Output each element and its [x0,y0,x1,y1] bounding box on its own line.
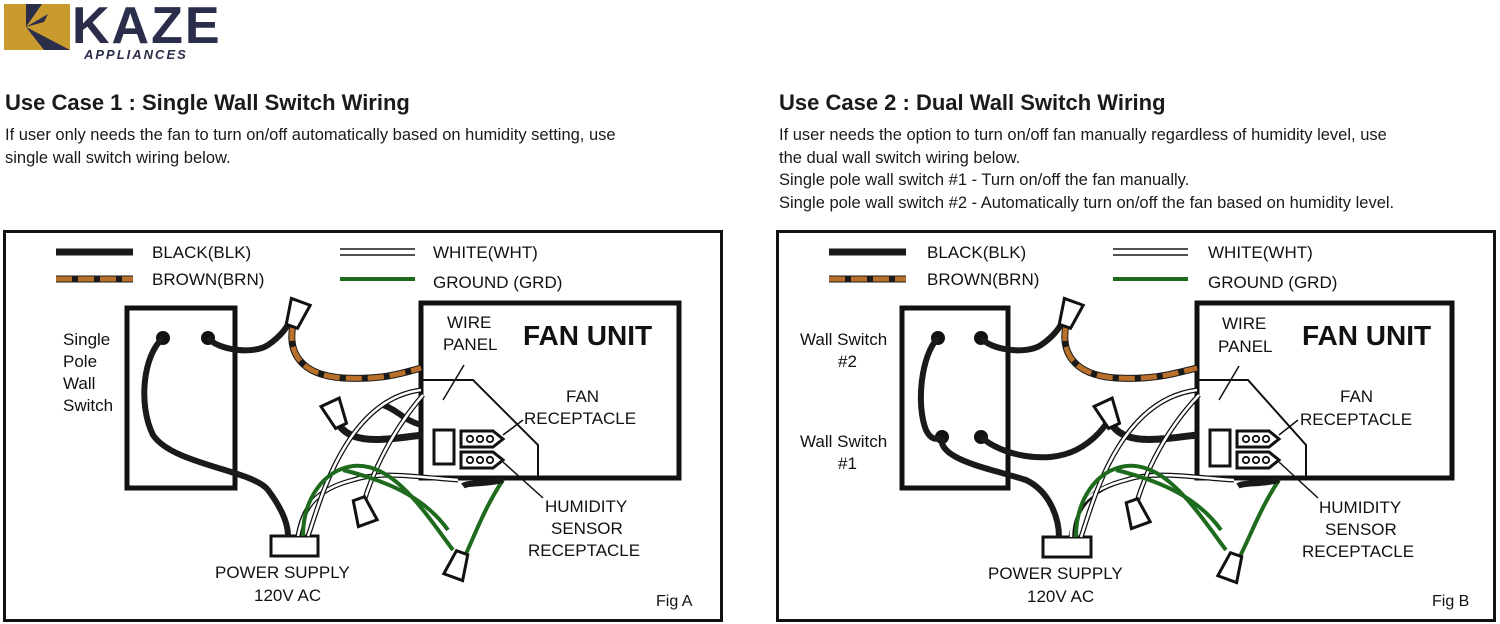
use-case-2-desc-line: If user needs the option to turn on/off … [779,126,1387,144]
power-supply-label: 120V AC [1027,587,1094,606]
use-case-2-desc-line: Single pole wall switch #2 - Automatical… [779,193,1395,212]
wire-black [336,422,424,443]
wire-nut [1124,496,1153,531]
wire-white [306,388,422,537]
wire-black [978,413,1115,461]
use-case-2-desc-line: Single pole wall switch #1 - Turn on/off… [779,171,1190,189]
wire-black [141,335,291,537]
legend-white-label: WHITE(WHT) [433,243,538,262]
power-supply-box [1041,535,1093,559]
fan-receptacle-label: FAN [1340,387,1373,406]
wire-nut [441,548,470,583]
figure-label: Fig A [656,593,693,610]
switch-label: Switch [63,396,113,415]
use-case-1-title: Use Case 1 : Single Wall Switch Wiring [5,90,410,115]
use-case-1: Use Case 1 : Single Wall Switch Wiring I… [5,90,745,169]
use-case-2-title: Use Case 2 : Dual Wall Switch Wiring [779,90,1166,115]
fan-unit-box [418,300,682,481]
kaze-logo: KAZE APPLIANCES [4,0,234,66]
humidity-label: RECEPTACLE [1302,542,1414,561]
humidity-label: SENSOR [551,519,623,538]
power-supply-label: POWER SUPPLY [988,564,1123,583]
switch-2-label: #2 [838,352,857,371]
use-case-2: Use Case 2 : Dual Wall Switch Wiring If … [779,90,1500,214]
fan-receptacle-plug [1235,429,1282,449]
wire-ground [301,463,455,552]
wiring-diagram-a: BLACK(BLK) BROWN(BRN) WHITE(WHT) GROUND … [3,230,723,622]
fan-unit-label: FAN UNIT [523,320,652,351]
wire-nut [351,494,380,529]
wire-nut [318,395,349,431]
humidity-label: HUMIDITY [1319,498,1401,517]
fan-receptacle-label: RECEPTACLE [524,409,636,428]
legend-ground-label: GROUND (GRD) [1208,273,1337,292]
legend-brown-label: BROWN(BRN) [927,270,1039,289]
legend-brown-label: BROWN(BRN) [152,270,264,289]
power-supply-label: 120V AC [254,586,321,605]
wire-panel-label: WIRE [1222,314,1266,333]
wire-black [917,335,944,442]
wire-panel-label: PANEL [443,335,498,354]
fan-unit-label: FAN UNIT [1302,320,1431,351]
legend-black-label: BLACK(BLK) [927,243,1026,262]
wire-ground [1074,463,1228,552]
wire-nut [1215,550,1244,585]
switch-label: Wall [63,374,95,393]
switch-label: Pole [63,352,97,371]
use-case-1-desc-line: If user only needs the fan to turn on/of… [5,126,616,144]
switch-label: Single [63,330,110,349]
wire-white [1069,473,1235,538]
humidity-label: RECEPTACLE [528,541,640,560]
wire-nut [1091,395,1122,431]
wire-brown [289,324,422,381]
humidity-label: HUMIDITY [545,497,627,516]
wiring-diagram-b: BLACK(BLK) BROWN(BRN) WHITE(WHT) GROUND … [776,230,1496,622]
humidity-receptacle-plug [1235,450,1282,470]
figure-label: Fig B [1432,593,1469,610]
wire-white [1079,388,1198,538]
fan-unit-box [1194,300,1455,481]
use-case-1-desc-line: single wall switch wiring below. [5,148,231,167]
wire-black [938,436,1062,538]
wiring-diagram-b-svg: BLACK(BLK) BROWN(BRN) WHITE(WHT) GROUND … [776,230,1496,622]
legend-white-label: WHITE(WHT) [1208,243,1313,262]
fan-receptacle-label: FAN [566,387,599,406]
wire-panel-label: PANEL [1218,337,1273,356]
wire-nut [284,296,313,331]
kaze-logo-mark [4,4,70,50]
switch-1-label: Wall Switch [800,432,887,451]
fan-receptacle-plug [459,429,506,449]
humidity-receptacle-plug [459,450,506,470]
legend-black-label: BLACK(BLK) [152,243,251,262]
wire-brown [1062,324,1198,381]
switch-1-label: #1 [838,454,857,473]
humidity-label: SENSOR [1325,520,1397,539]
wiring-diagram-a-svg: BLACK(BLK) BROWN(BRN) WHITE(WHT) GROUND … [3,230,723,622]
fan-receptacle-label: RECEPTACLE [1300,410,1412,429]
power-supply-label: POWER SUPPLY [215,563,350,582]
power-supply-box [269,534,320,558]
brand-subtitle: APPLIANCES [84,47,188,62]
brand-name: KAZE [72,0,222,55]
legend-ground-label: GROUND (GRD) [433,273,562,292]
wire-nut [1057,296,1086,331]
switch-2-label: Wall Switch [800,330,887,349]
wire-panel-label: WIRE [447,313,491,332]
use-case-2-desc-line: the dual wall switch wiring below. [779,148,1021,167]
